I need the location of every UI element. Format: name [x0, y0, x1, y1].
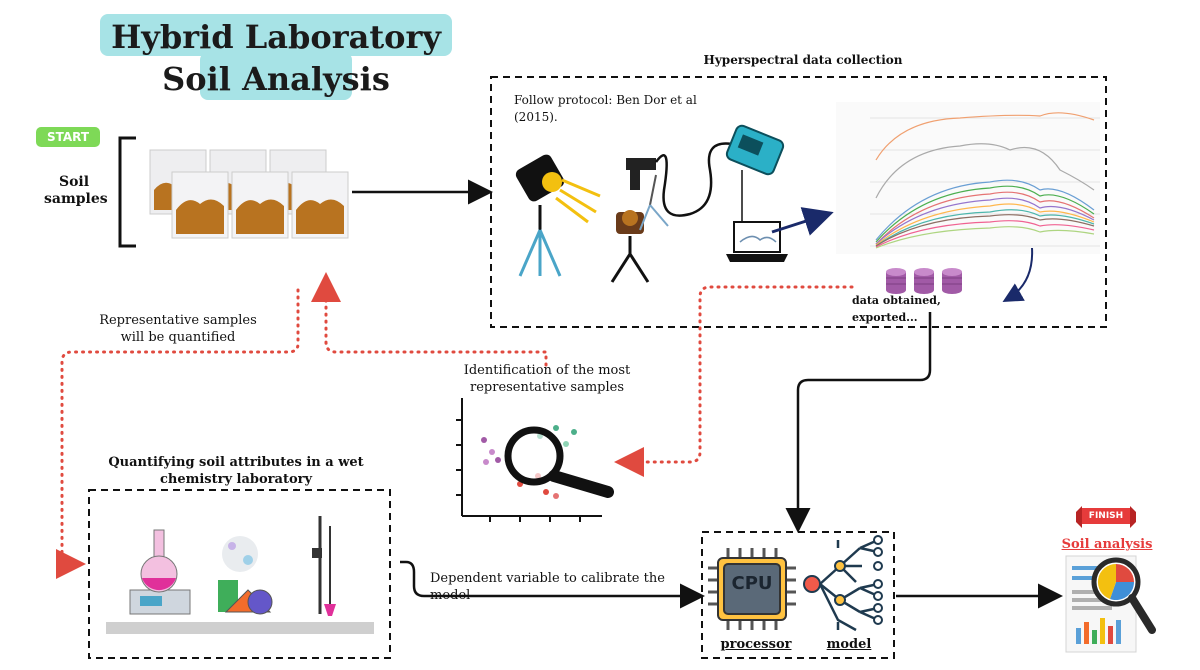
- title-highlight-top: [100, 14, 452, 56]
- model-box: [701, 531, 895, 659]
- hyperspectral-heading: Hyperspectral data collection: [703, 53, 903, 67]
- arrow-laptop-to-spectra: [771, 207, 834, 236]
- database-icon: [886, 268, 962, 294]
- fiber-cable: [654, 142, 733, 217]
- soil-samples-label: Soil samples: [44, 174, 108, 207]
- arrow-data-to-model: [785, 312, 932, 533]
- wet-chemistry-box: [88, 489, 391, 659]
- identification-label: Identification of the most representativ…: [463, 363, 631, 395]
- start-badge: START: [36, 127, 100, 147]
- scatter-magnifier-icon: [456, 398, 614, 522]
- arrow-lab-to-model: [400, 560, 705, 609]
- cpu-icon: [708, 548, 796, 630]
- soil-analysis-label: Soil analysis: [1061, 537, 1153, 552]
- dependent-variable-label: Dependent variable to calibrate the mode…: [430, 571, 665, 603]
- dotted-arrow-identification-to-samples: [311, 272, 548, 367]
- report-chart-icon: [1065, 555, 1156, 653]
- title-highlight-bottom: [200, 52, 352, 100]
- soil-bags-icon: [149, 149, 349, 239]
- model-nodes: [803, 535, 883, 625]
- spectrometer-probe-icon: [610, 158, 669, 283]
- wet-chemistry-heading: Quantifying soil attributes in a wet che…: [108, 455, 364, 487]
- processor-label: processor: [720, 637, 792, 652]
- protocol-text: Follow protocol: Ben Dor et al (2015).: [514, 93, 697, 124]
- representative-quantified-label: Representative samples will be quantifie…: [99, 313, 257, 345]
- dotted-arrow-data-to-identification: [614, 285, 854, 477]
- model-tree-icon: [818, 538, 879, 632]
- laboratory-icon: [106, 516, 374, 634]
- dotted-arrow-samples-to-lab: [56, 288, 300, 579]
- cpu-chip-text: CPU: [731, 573, 773, 594]
- title-box: Hybrid Laboratory Soil Analysis: [100, 14, 452, 100]
- arrow-spectra-to-data: [1002, 247, 1034, 302]
- data-obtained-label: data obtained, exported...: [852, 294, 941, 324]
- spectra-chart: [836, 102, 1100, 254]
- finish-label: FINISH: [1088, 511, 1124, 521]
- spectroradiometer-icon: [725, 124, 785, 176]
- halogen-lamp-icon: [515, 154, 601, 277]
- finish-ribbon: [1076, 506, 1136, 528]
- model-label: model: [826, 637, 872, 652]
- page-title: Hybrid Laboratory Soil Analysis: [111, 18, 441, 98]
- soil-bracket: [118, 136, 136, 248]
- laptop-icon: [726, 221, 788, 262]
